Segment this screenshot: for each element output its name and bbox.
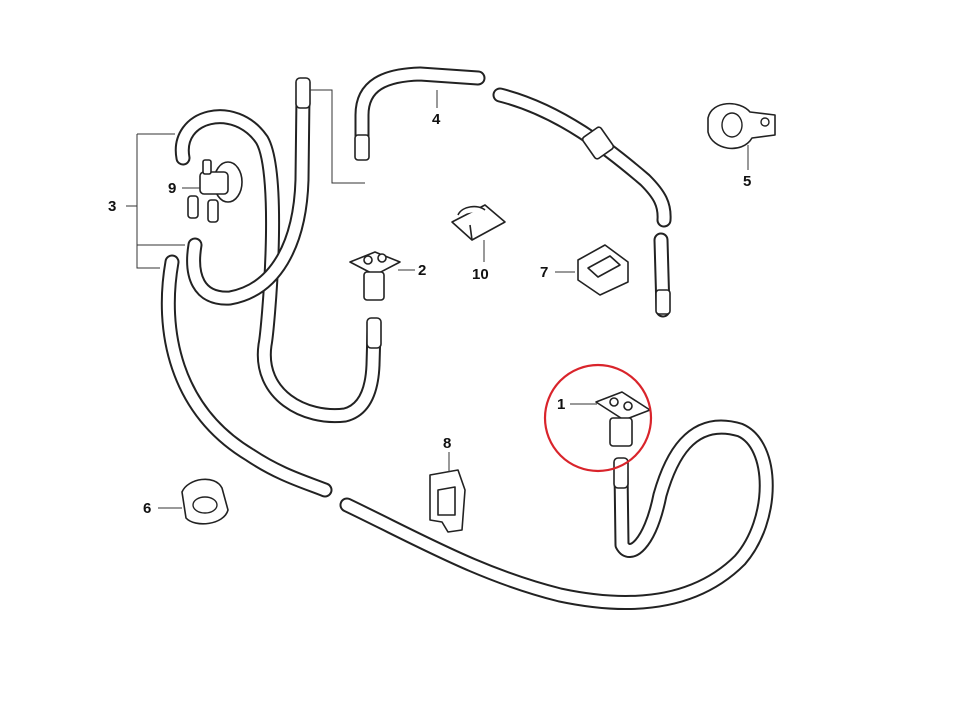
- part-7-holder: [577, 244, 629, 296]
- highlight-circle: [543, 363, 653, 473]
- part-5-clamp: [707, 102, 776, 150]
- callout-2: 2: [418, 262, 426, 279]
- part-8-clip: [429, 469, 466, 533]
- part-6-clip: [181, 478, 229, 525]
- callout-4: 4: [432, 111, 441, 128]
- hose-3-lower: [160, 254, 774, 610]
- hose-end-fitting: [655, 289, 671, 315]
- callout-5: 5: [743, 173, 751, 190]
- hose-3-middle: [186, 87, 311, 306]
- part-2-nozzle: [349, 251, 401, 301]
- hose-end-fitting: [295, 77, 311, 109]
- part-9-valve: [187, 159, 243, 223]
- callout-1: 1: [557, 396, 565, 413]
- callout-6: 6: [143, 500, 151, 517]
- callout-7: 7: [540, 264, 548, 281]
- hose-end-fitting: [613, 457, 629, 489]
- callout-9: 9: [168, 180, 176, 197]
- part-10-clip: [451, 204, 506, 241]
- callout-3: 3: [108, 198, 116, 215]
- hose-3-upper: [174, 109, 382, 424]
- hose-4: [354, 66, 672, 318]
- hose-end-fitting: [366, 317, 382, 349]
- callout-8: 8: [443, 435, 451, 452]
- callout-10: 10: [472, 266, 489, 283]
- hose-end-fitting: [354, 134, 370, 161]
- part-1-nozzle: [595, 391, 651, 447]
